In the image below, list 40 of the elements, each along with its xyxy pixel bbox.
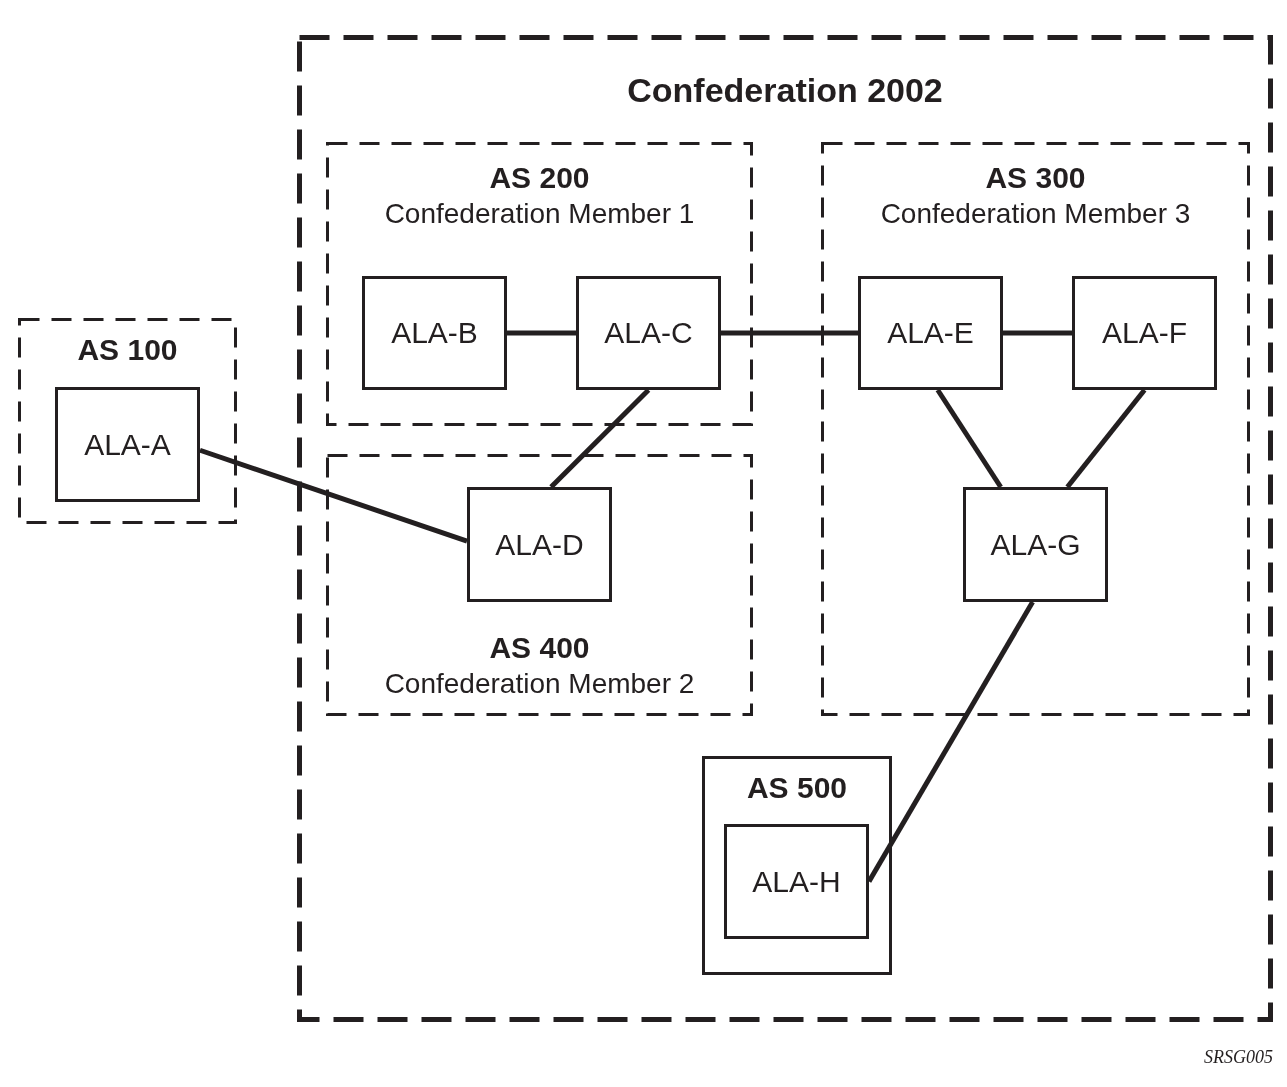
router-label: ALA-E bbox=[887, 315, 974, 351]
router-box bbox=[55, 387, 200, 502]
group-heading: AS 500 bbox=[746, 770, 848, 806]
as-boundary bbox=[326, 454, 753, 716]
group-heading: AS 400 bbox=[489, 630, 590, 666]
link-line bbox=[507, 330, 576, 336]
confederation-boundary bbox=[297, 35, 1273, 1022]
router-box bbox=[467, 487, 612, 602]
link-line bbox=[866, 600, 1035, 883]
router-label: ALA-G bbox=[990, 526, 1081, 563]
as-boundary bbox=[326, 142, 753, 426]
router-label: ALA-A bbox=[84, 426, 171, 463]
link-line bbox=[721, 330, 858, 336]
router-box bbox=[724, 824, 869, 939]
as-boundary bbox=[821, 142, 1250, 716]
group-heading: AS 200 bbox=[489, 160, 590, 196]
as-boundary bbox=[702, 756, 892, 975]
link-line bbox=[199, 447, 468, 544]
router-label: ALA-D bbox=[495, 526, 584, 563]
router-box bbox=[963, 487, 1108, 602]
group-subtitle: Confederation Member 3 bbox=[880, 197, 1191, 231]
group-subtitle: Confederation Member 2 bbox=[384, 667, 695, 701]
router-box bbox=[858, 276, 1003, 390]
as-boundary bbox=[18, 318, 237, 524]
link-line bbox=[935, 388, 1003, 489]
router-label: ALA-C bbox=[604, 315, 693, 351]
router-box bbox=[576, 276, 721, 390]
group-heading: AS 100 bbox=[77, 332, 178, 368]
group-heading: AS 300 bbox=[985, 160, 1086, 196]
link-line bbox=[1065, 388, 1147, 489]
group-subtitle: Confederation Member 1 bbox=[384, 197, 695, 231]
router-box bbox=[1072, 276, 1217, 390]
link-line bbox=[1003, 330, 1072, 336]
link-line bbox=[549, 388, 651, 489]
router-label: ALA-H bbox=[752, 863, 841, 900]
figure-id: SRSG005 bbox=[1204, 1046, 1273, 1069]
group-heading: Confederation 2002 bbox=[627, 70, 943, 110]
router-label: ALA-F bbox=[1102, 315, 1187, 351]
router-box bbox=[362, 276, 507, 390]
router-label: ALA-B bbox=[391, 315, 478, 351]
